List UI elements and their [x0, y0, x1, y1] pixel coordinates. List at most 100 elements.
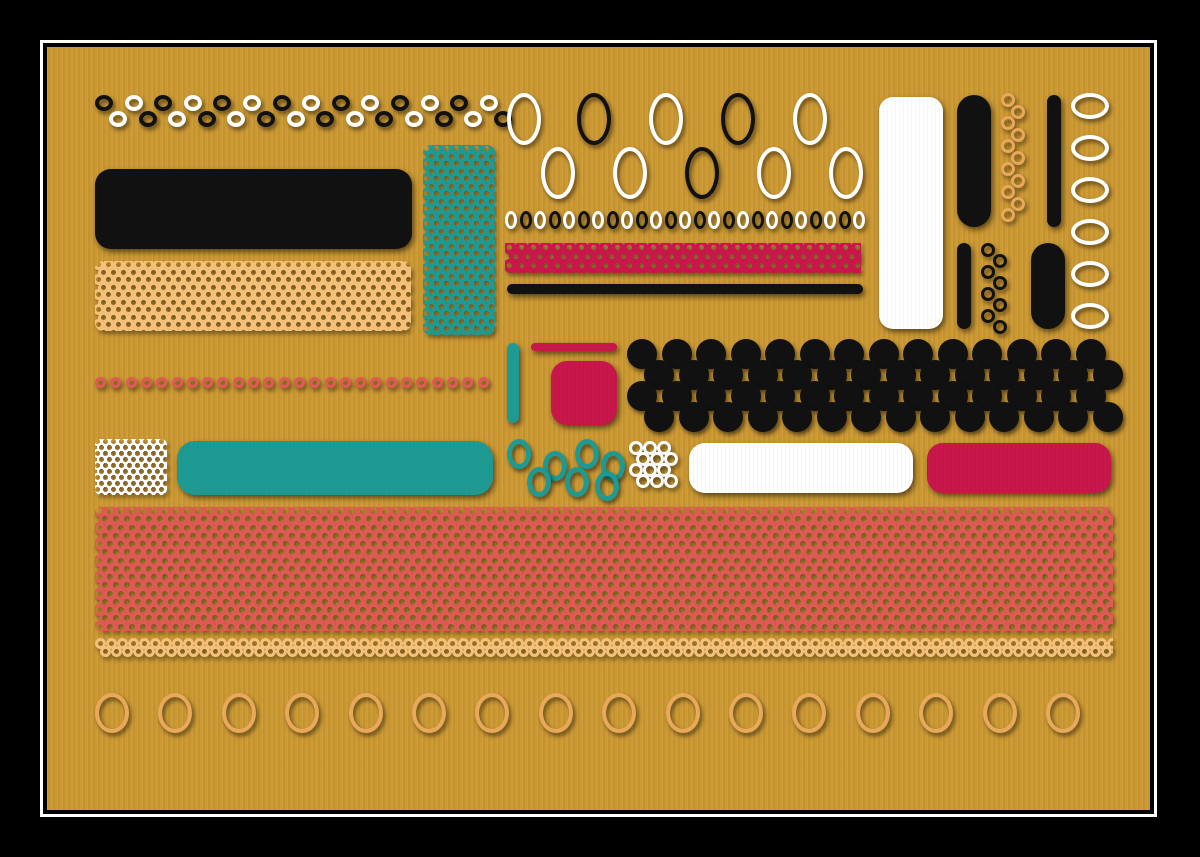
- chain-ring: [197, 111, 216, 127]
- black-short-capsule: [1031, 243, 1065, 329]
- coral-small-ring: [401, 377, 412, 388]
- white-oval-ring: [1071, 219, 1109, 245]
- mesh-ring: [318, 326, 329, 331]
- mesh-ring: [426, 330, 437, 335]
- oval-ring: [613, 147, 647, 199]
- oval-ring: [721, 93, 755, 145]
- chain-ring: [183, 95, 202, 111]
- coral-small-ring: [140, 377, 152, 388]
- coral-small-ring: [248, 377, 259, 388]
- chain-ring: [138, 111, 157, 127]
- coral-small-ring: [309, 377, 321, 388]
- oval-ring: [577, 93, 611, 145]
- mesh-ring: [358, 326, 369, 331]
- oval-ring: [507, 93, 541, 145]
- small-oval-ring: [650, 211, 662, 229]
- peach-column-ring: [1001, 185, 1015, 199]
- teal-chainmail-column: [423, 145, 495, 335]
- mesh-ring: [1112, 646, 1113, 657]
- coral-small-ring: [202, 377, 214, 388]
- tan-large-ring: [855, 693, 890, 733]
- peach-ring-band: [95, 637, 1113, 659]
- white-small-ring: [650, 474, 664, 488]
- mesh-ring: [466, 330, 477, 335]
- black-rounded-bar: [95, 169, 412, 249]
- small-oval-ring: [838, 211, 851, 229]
- mesh-ring: [398, 326, 409, 331]
- coral-small-ring: [263, 377, 275, 388]
- white-small-ring: [636, 474, 650, 488]
- chain-ring: [109, 111, 127, 127]
- peach-column-ring: [1001, 93, 1015, 107]
- mesh-ring: [188, 326, 199, 331]
- tan-large-ring: [348, 693, 383, 733]
- tan-large-ring: [475, 693, 510, 733]
- chain-ring: [302, 95, 321, 111]
- board-panel: [47, 47, 1150, 810]
- oval-ring: [541, 147, 575, 199]
- teal-rounded-bar: [177, 441, 493, 495]
- thin-black-vertical-bar: [1047, 95, 1061, 227]
- white-rounded-bar: [689, 443, 913, 493]
- coral-small-ring: [171, 377, 183, 388]
- tan-large-ring: [602, 693, 637, 733]
- black-disc: [954, 402, 985, 432]
- mesh-ring: [278, 326, 289, 331]
- small-oval-ring: [563, 211, 575, 229]
- crimson-thin-bar: [531, 343, 617, 351]
- coral-small-ring: [370, 377, 382, 388]
- coral-small-ring: [232, 377, 244, 388]
- mesh-ring: [218, 326, 229, 331]
- coral-small-ring: [431, 377, 443, 388]
- mesh-ring: [348, 326, 359, 331]
- coral-small-ring: [355, 377, 367, 388]
- chain-ring: [168, 111, 187, 127]
- mesh-ring: [128, 326, 139, 331]
- mesh-ring: [148, 326, 159, 331]
- chain-ring: [331, 95, 350, 111]
- peach-column-ring: [1011, 104, 1025, 119]
- chain-ring: [154, 95, 173, 111]
- small-oval-ring: [519, 211, 532, 229]
- small-oval-ring: [606, 211, 619, 229]
- peach-column-ring: [1001, 208, 1015, 222]
- coral-small-ring: [156, 377, 168, 388]
- coral-small-ring: [110, 377, 122, 388]
- mesh-ring: [158, 326, 169, 331]
- black-disc: [989, 402, 1019, 432]
- chain-ring: [345, 111, 364, 127]
- mesh-ring: [388, 326, 399, 331]
- white-oval-ring: [1071, 303, 1109, 329]
- white-oval-ring: [1071, 93, 1109, 119]
- white-small-ring: [664, 474, 678, 488]
- coral-small-ring: [446, 377, 458, 388]
- chain-ring: [213, 95, 232, 111]
- white-oval-ring: [1071, 261, 1109, 287]
- oval-ring: [793, 93, 827, 145]
- crimson-rounded-square: [551, 361, 617, 425]
- black-small-ring: [981, 287, 995, 301]
- small-oval-ring: [766, 211, 778, 229]
- oval-ring: [757, 147, 791, 199]
- white-oval-ring: [1071, 135, 1109, 161]
- small-oval-ring: [693, 211, 706, 229]
- coral-small-ring: [477, 377, 489, 388]
- black-small-ring: [993, 254, 1007, 268]
- white-oval-ring: [1071, 177, 1109, 203]
- coral-small-ring: [125, 377, 137, 388]
- peach-column-ring: [1011, 173, 1025, 188]
- chain-ring: [243, 95, 261, 111]
- tan-large-ring: [95, 693, 129, 733]
- small-oval-ring: [737, 211, 749, 229]
- black-disc: [920, 402, 950, 432]
- chain-ring: [124, 95, 143, 111]
- tan-large-ring: [729, 693, 763, 733]
- coral-small-ring: [324, 377, 336, 388]
- mesh-ring: [378, 326, 389, 331]
- teal-oval-ring: [575, 439, 599, 469]
- black-small-ring: [981, 265, 995, 279]
- small-oval-ring: [577, 211, 590, 229]
- black-vertical-capsule: [957, 95, 991, 227]
- mesh-ring: [446, 330, 457, 335]
- black-disc: [885, 402, 916, 432]
